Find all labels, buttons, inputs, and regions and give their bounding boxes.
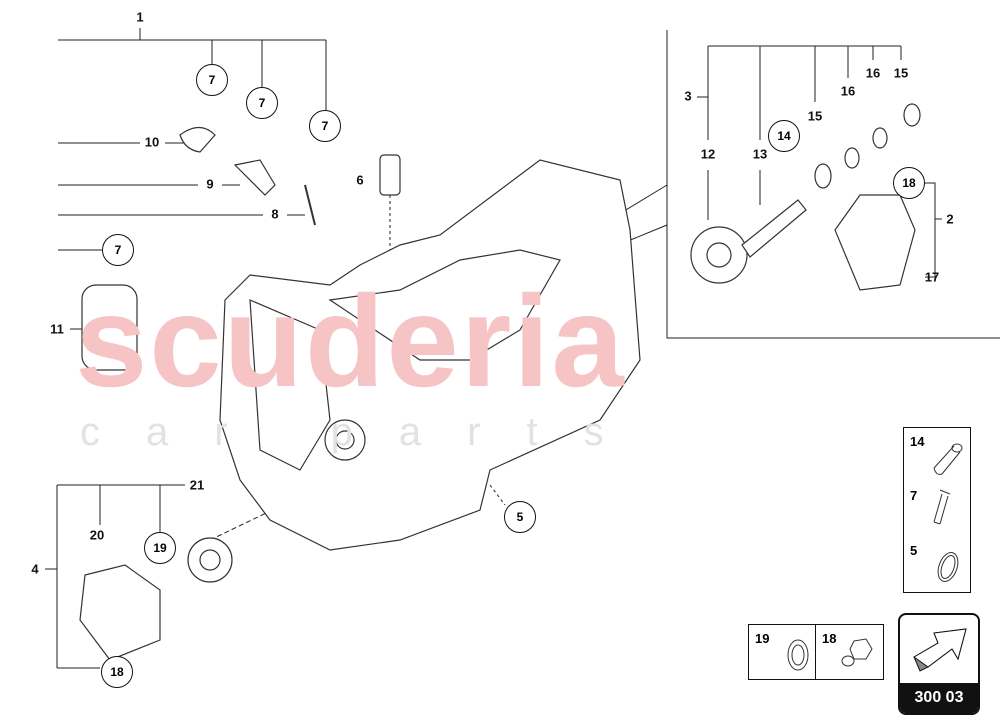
legend-number: 18 xyxy=(822,631,837,646)
part-label: 10 xyxy=(144,134,160,150)
part-label: 9 xyxy=(206,176,214,192)
sleeve-icon xyxy=(933,443,963,475)
part-label: 2 xyxy=(946,211,954,227)
bolt-icon xyxy=(841,638,873,667)
washer-icon xyxy=(787,639,809,671)
part-label: 12 xyxy=(700,146,716,162)
legend-box-19: 19 xyxy=(748,624,817,680)
callout[interactable]: 18 xyxy=(893,167,925,199)
callout[interactable]: 7 xyxy=(309,110,341,142)
part-label: 17 xyxy=(924,269,940,285)
part-label: 21 xyxy=(189,477,205,493)
callout[interactable]: 7 xyxy=(102,234,134,266)
callout[interactable]: 14 xyxy=(768,120,800,152)
legend-box-18: 18 xyxy=(815,624,884,680)
part-label: 1 xyxy=(136,9,144,25)
arrow-icon xyxy=(913,628,967,672)
part-label: 16 xyxy=(865,65,881,81)
legend-box-7: 7 xyxy=(903,482,971,538)
part-label: 13 xyxy=(752,146,768,162)
part-label: 8 xyxy=(271,206,279,222)
legend-box-14: 14 xyxy=(903,427,971,484)
legend-number: 7 xyxy=(910,488,918,503)
callout[interactable]: 7 xyxy=(246,87,278,119)
part-label: 20 xyxy=(89,527,105,543)
part-label: 11 xyxy=(50,321,64,337)
seal-ring-icon xyxy=(937,552,959,582)
legend-number: 5 xyxy=(910,543,918,558)
legend-number: 19 xyxy=(755,631,770,646)
pin-icon xyxy=(933,489,951,525)
part-label: 15 xyxy=(807,108,823,124)
part-label: 15 xyxy=(893,65,909,81)
part-label: 16 xyxy=(840,83,856,99)
catalog-code: 300 03 xyxy=(900,683,978,713)
part-label: 6 xyxy=(356,172,364,188)
callout[interactable]: 5 xyxy=(504,501,536,533)
legend-number: 14 xyxy=(910,434,925,449)
legend-box-5: 5 xyxy=(903,537,971,593)
part-label: 4 xyxy=(31,561,39,577)
callout[interactable]: 7 xyxy=(196,64,228,96)
callout[interactable]: 19 xyxy=(144,532,176,564)
part-label: 3 xyxy=(684,88,692,104)
callout[interactable]: 18 xyxy=(101,656,133,688)
catalog-navigation[interactable]: 300 03 xyxy=(898,613,980,715)
